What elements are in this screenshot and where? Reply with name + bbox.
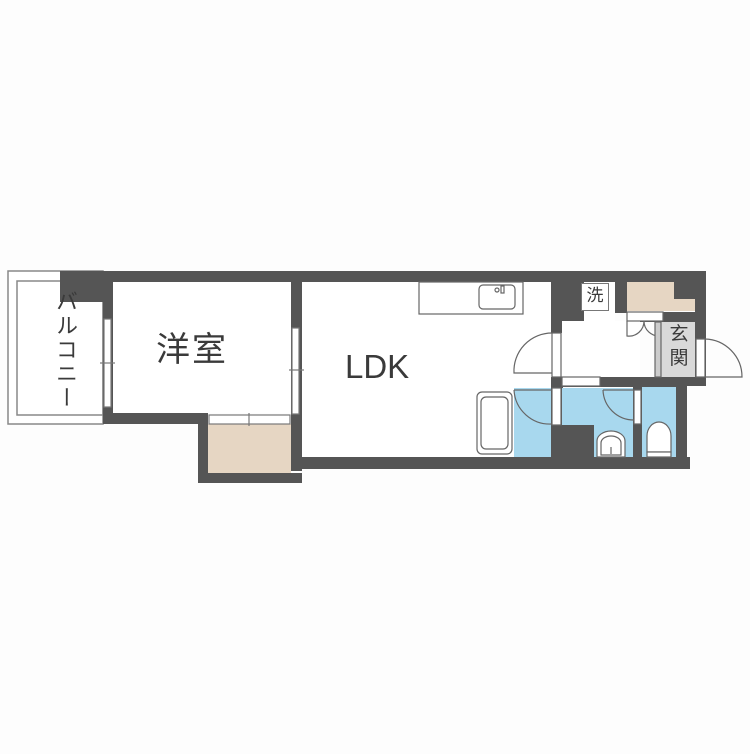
bathtub <box>476 391 513 455</box>
washbasin <box>596 430 626 458</box>
doors <box>513 311 743 426</box>
washroom-label: 洗 <box>581 283 609 311</box>
entrance-floor <box>655 322 695 377</box>
kitchen-counter <box>418 281 524 315</box>
balcony-label: バルコニー <box>52 290 77 410</box>
entrance-label: 玄関 <box>669 323 689 369</box>
windows <box>100 318 304 426</box>
storage-areas <box>208 282 695 473</box>
toilet <box>646 421 672 458</box>
ldk-label: LDK <box>345 348 410 385</box>
western-room-label: 洋室 <box>156 330 228 370</box>
